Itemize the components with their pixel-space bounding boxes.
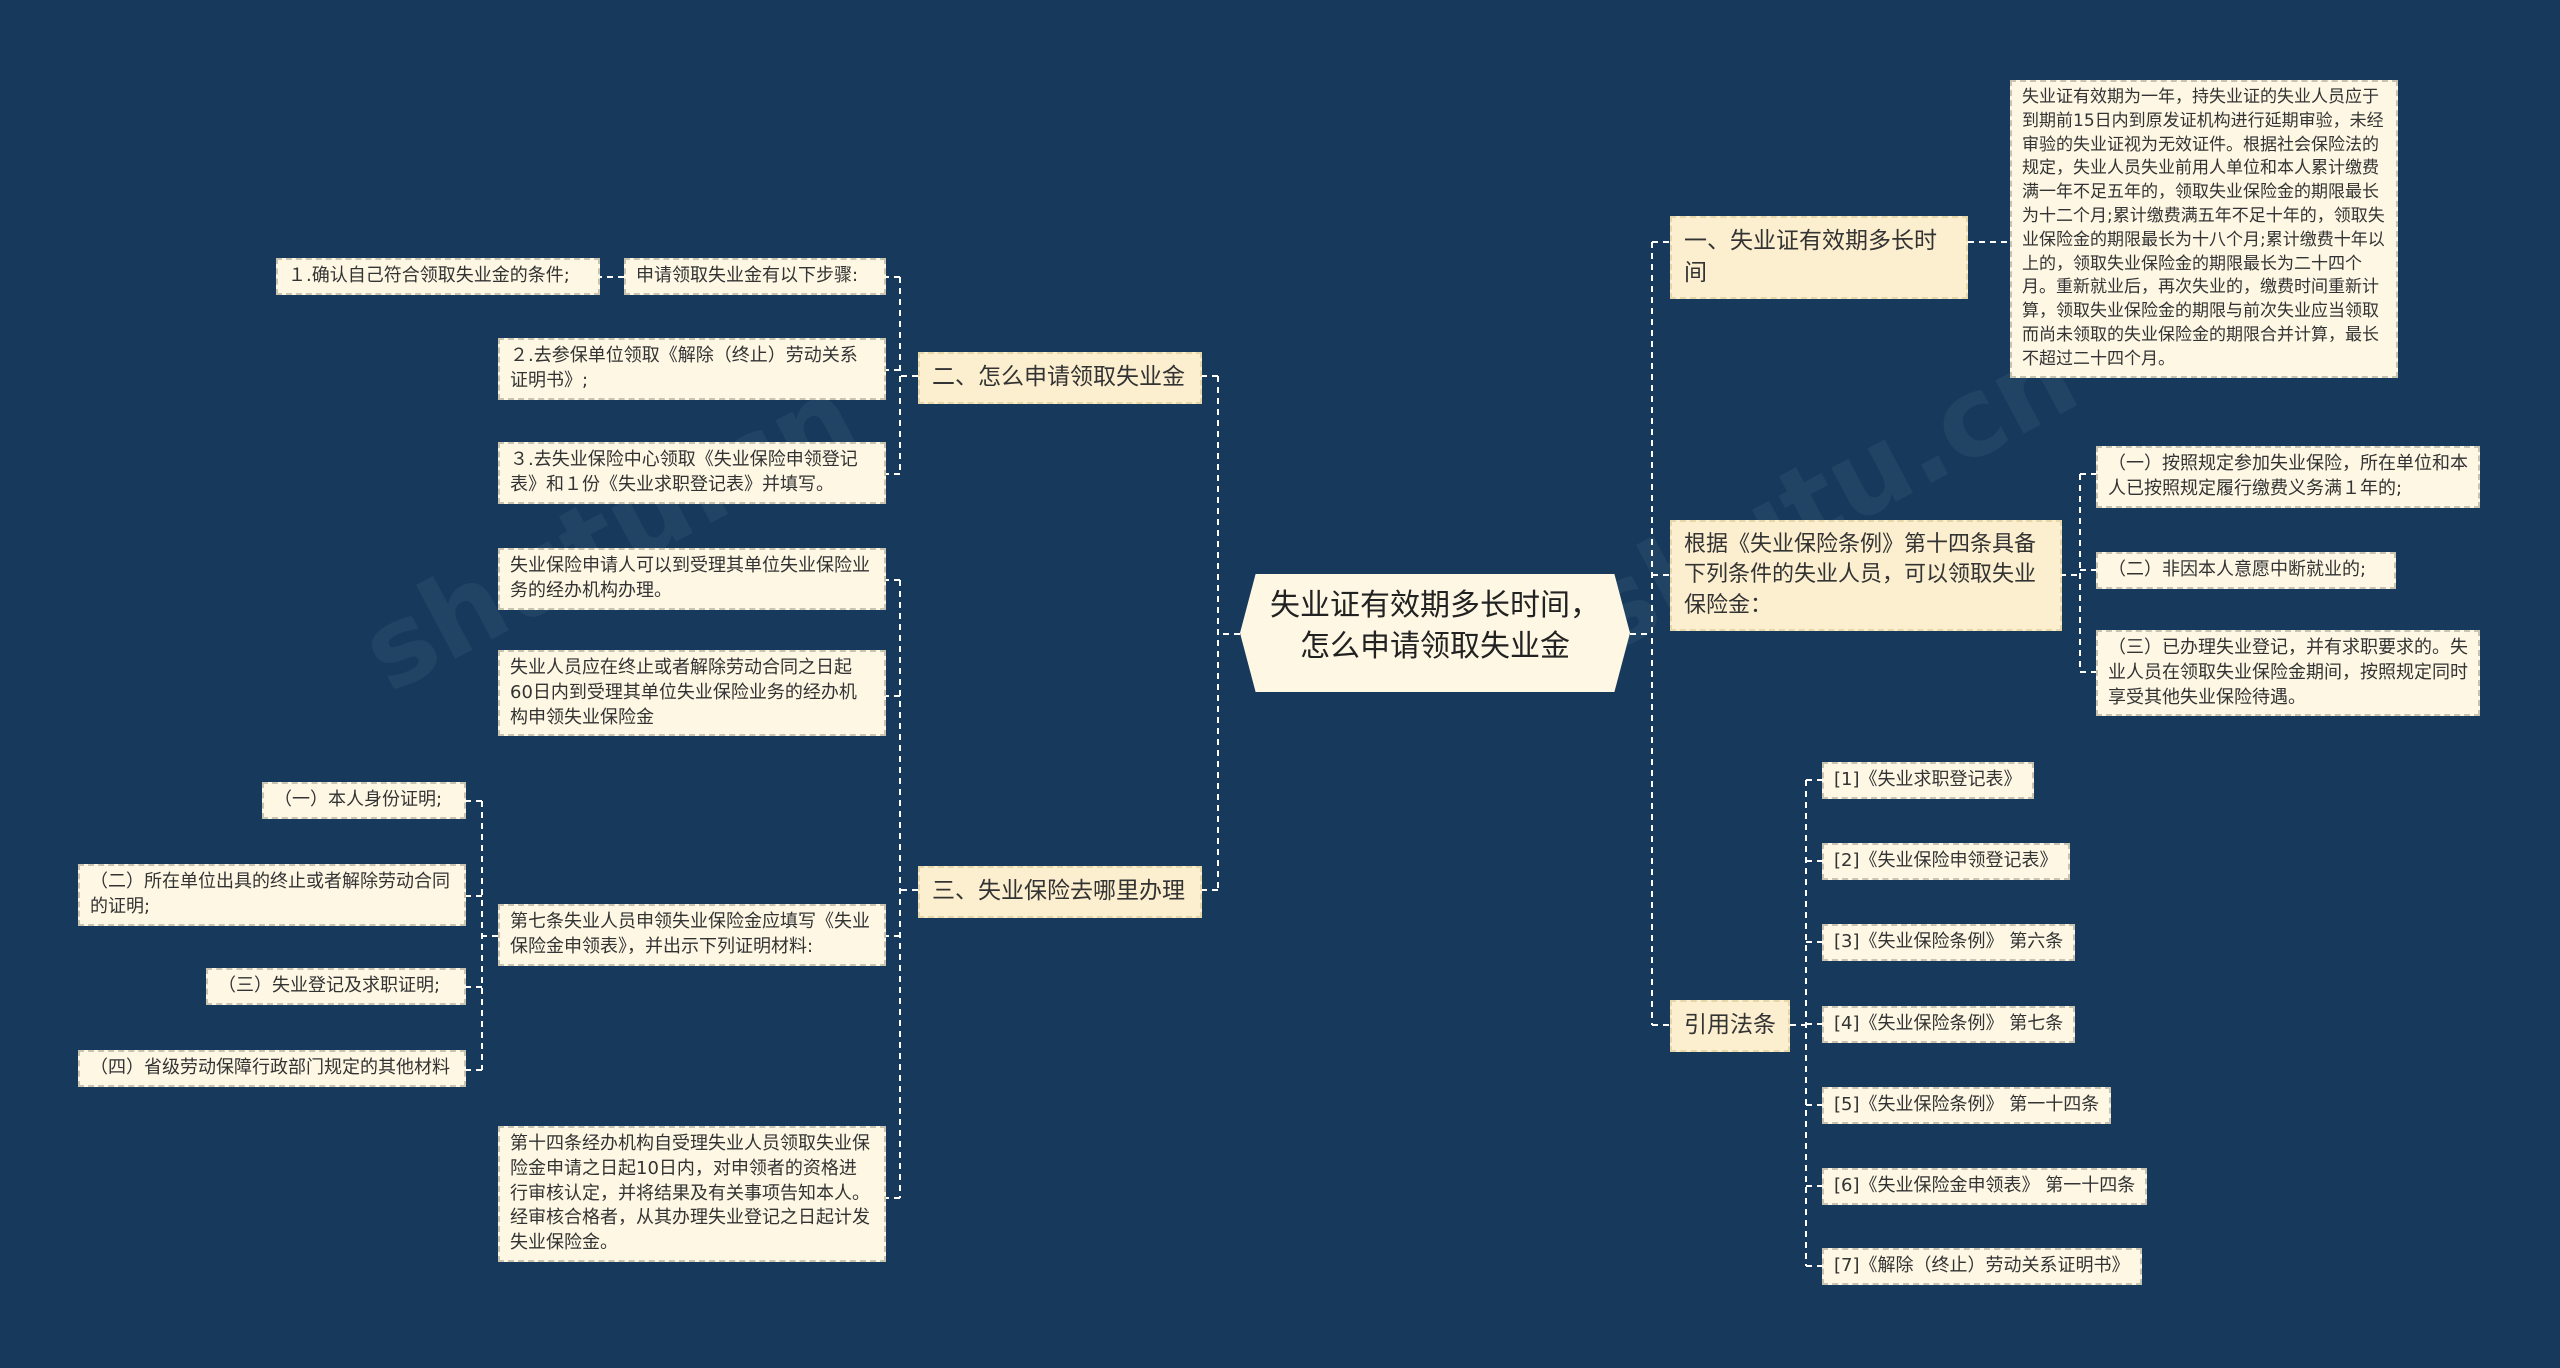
where-item-3[interactable]: 第七条失业人员申领失业保险金应填写《失业保险金申领表》，并出示下列证明材料:	[498, 904, 886, 966]
root-topic[interactable]: 失业证有效期多长时间， 怎么申请领取失业金	[1240, 574, 1630, 692]
eligibility-item-1[interactable]: （一）按照规定参加失业保险，所在单位和本人已按照规定履行缴费义务满１年的;	[2096, 446, 2480, 508]
branch-how-to-apply[interactable]: 二、怎么申请领取失业金	[918, 352, 1202, 404]
material-item-3[interactable]: （三）失业登记及求职证明;	[206, 968, 466, 1005]
law-item[interactable]: [3]《失业保险条例》 第六条	[1822, 924, 2076, 961]
step-3[interactable]: ３.去失业保险中心领取《失业保险申领登记表》和１份《失业求职登记表》并填写。	[498, 442, 886, 504]
law-item[interactable]: [6]《失业保险金申领表》 第一十四条	[1822, 1168, 2148, 1205]
steps-intro[interactable]: 申请领取失业金有以下步骤:	[624, 258, 886, 295]
law-item[interactable]: [7]《解除（终止）劳动关系证明书》	[1822, 1248, 2142, 1285]
material-item-1[interactable]: （一）本人身份证明;	[262, 782, 466, 819]
branch-validity-period[interactable]: 一、失业证有效期多长时间	[1670, 216, 1968, 300]
where-item-2[interactable]: 失业人员应在终止或者解除劳动合同之日起60日内到受理其单位失业保险业务的经办机构…	[498, 650, 886, 737]
where-item-4[interactable]: 第十四条经办机构自受理失业人员领取失业保险金申请之日起10日内，对申领者的资格进…	[498, 1126, 886, 1263]
step-1[interactable]: １.确认自己符合领取失业金的条件;	[276, 258, 600, 295]
branch-eligibility[interactable]: 根据《失业保险条例》第十四条具备下列条件的失业人员，可以领取失业保险金：	[1670, 520, 2062, 632]
step-2[interactable]: ２.去参保单位领取《解除（终止）劳动关系证明书》;	[498, 338, 886, 400]
branch-where-to-apply[interactable]: 三、失业保险去哪里办理	[918, 866, 1202, 918]
eligibility-item-2[interactable]: （二）非因本人意愿中断就业的;	[2096, 552, 2396, 589]
material-item-4[interactable]: （四）省级劳动保障行政部门规定的其他材料	[78, 1050, 466, 1087]
eligibility-item-3[interactable]: （三）已办理失业登记，并有求职要求的。失业人员在领取失业保险金期间，按照规定同时…	[2096, 630, 2480, 717]
material-item-2[interactable]: （二）所在单位出具的终止或者解除劳动合同的证明;	[78, 864, 466, 926]
where-item-1[interactable]: 失业保险申请人可以到受理其单位失业保险业务的经办机构办理。	[498, 548, 886, 610]
branch-cited-laws[interactable]: 引用法条	[1670, 1000, 1790, 1052]
law-item[interactable]: [5]《失业保险条例》 第一十四条	[1822, 1087, 2112, 1124]
law-item[interactable]: [4]《失业保险条例》 第七条	[1822, 1006, 2076, 1043]
law-item[interactable]: [2]《失业保险申领登记表》	[1822, 843, 2070, 880]
law-item[interactable]: [1]《失业求职登记表》	[1822, 762, 2034, 799]
validity-detail[interactable]: 失业证有效期为一年，持失业证的失业人员应于到期前15日内到原发证机构进行延期审验…	[2010, 80, 2398, 378]
